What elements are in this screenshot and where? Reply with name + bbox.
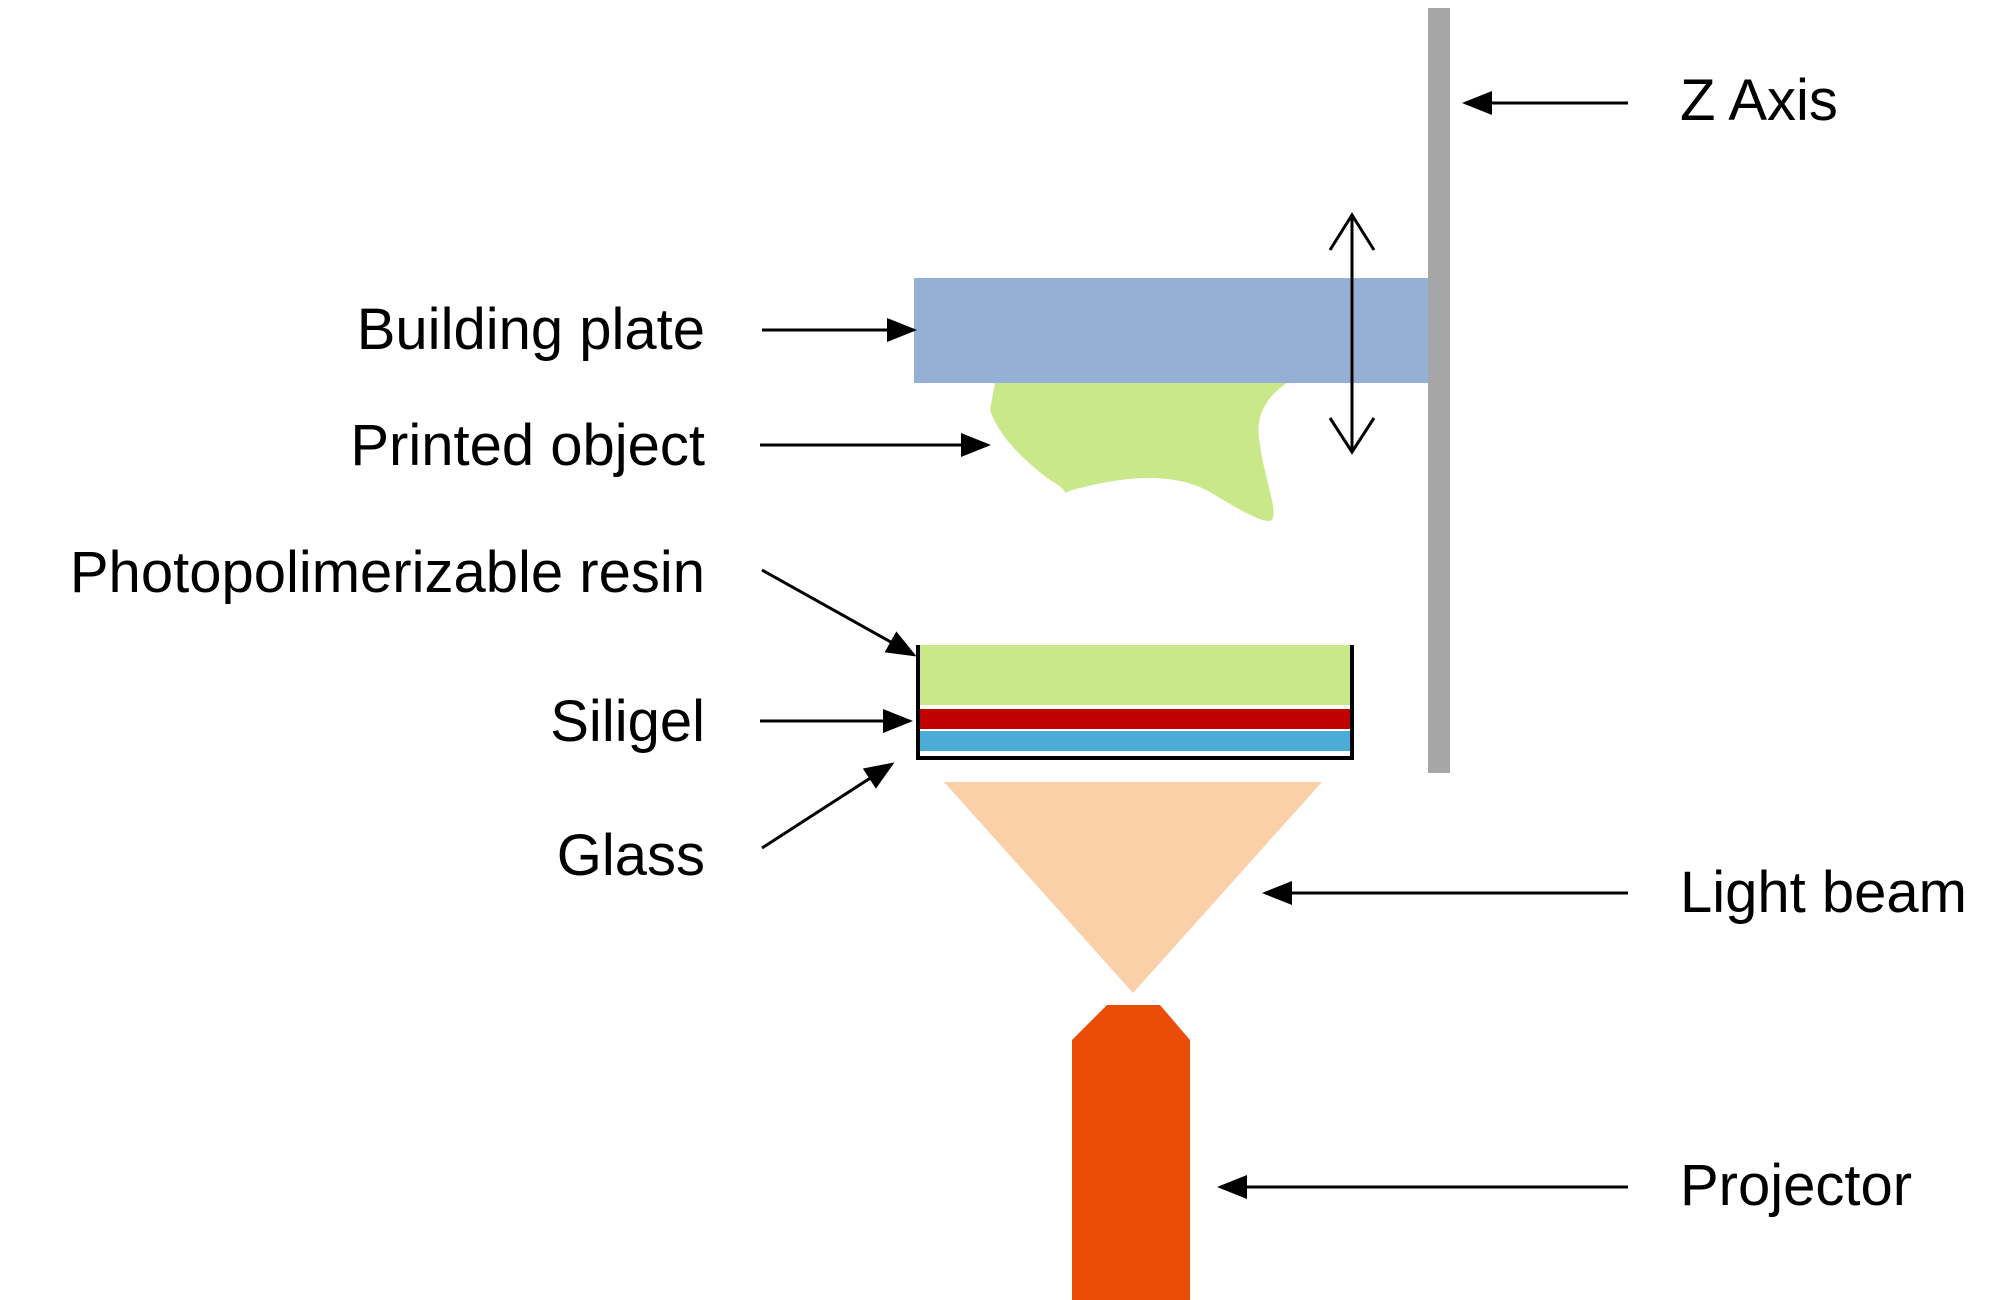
label-glass: Glass: [557, 823, 705, 888]
glass-layer: [920, 731, 1350, 751]
projector: [1072, 1005, 1190, 1300]
building-plate: [914, 278, 1428, 383]
z-movement-arrow-icon: [1328, 212, 1376, 455]
z-axis-rail: [1428, 8, 1450, 773]
label-printed-object: Printed object: [350, 413, 705, 478]
siligel-layer: [920, 709, 1350, 729]
glass-arrow: [761, 762, 895, 850]
label-light-beam: Light beam: [1680, 860, 1967, 925]
label-z-axis: Z Axis: [1680, 68, 1838, 133]
light-beam: [944, 782, 1322, 993]
printed-object: [990, 383, 1287, 521]
label-resin: Photopolimerizable resin: [70, 540, 705, 605]
label-siligel: Siligel: [550, 689, 705, 754]
label-projector: Projector: [1680, 1153, 1912, 1218]
vat-walls: [916, 645, 1354, 760]
resin-arrow: [761, 568, 917, 657]
label-building-plate: Building plate: [357, 297, 705, 362]
resin-layer: [920, 645, 1350, 705]
